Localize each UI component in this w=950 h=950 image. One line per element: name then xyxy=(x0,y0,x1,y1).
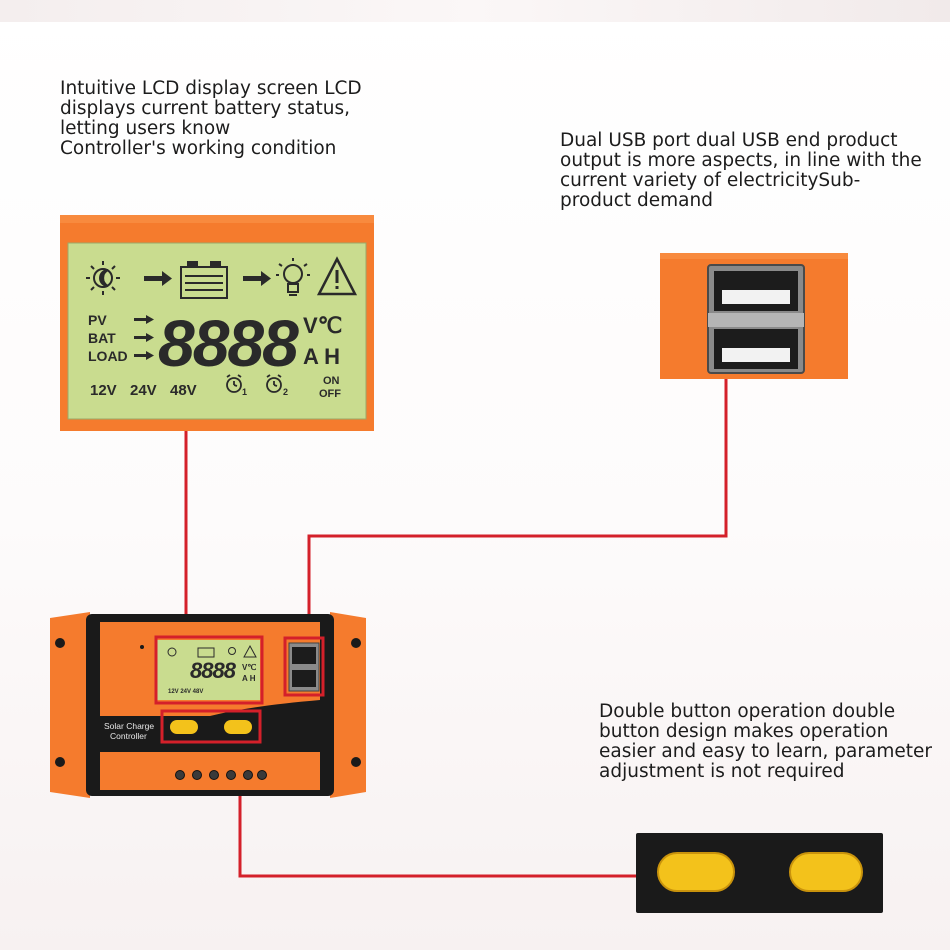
caption-usb-line: output is more aspects, in line with the xyxy=(560,150,922,171)
solar-charge-controller: 8888 V℃ A H 12V 24V 48V Solar Charge Con… xyxy=(50,612,366,798)
arrow-right-icon xyxy=(243,271,271,286)
caption-lcd-line: Intuitive LCD display screen LCD xyxy=(60,78,362,99)
indicator-dot xyxy=(140,645,144,649)
usb-port-icon xyxy=(707,264,805,374)
controller-mini-button[interactable] xyxy=(170,720,198,734)
mini-usb-slot xyxy=(292,647,316,664)
controller-label-line1: Solar Charge xyxy=(104,721,154,731)
controller-label-line2: Controller xyxy=(110,731,147,741)
controller-left-tab xyxy=(50,612,90,798)
lcd-voltage-12v: 12V xyxy=(90,382,117,399)
mini-lcd-unit-bottom: A H xyxy=(242,674,256,683)
caption-lcd-line: letting users know xyxy=(60,118,231,139)
mini-lcd-icons xyxy=(167,644,257,658)
caption-buttons-line: easier and easy to learn, parameter xyxy=(599,741,932,762)
terminal-screws xyxy=(175,770,267,780)
lcd-timer-sub-2: 2 xyxy=(283,387,288,397)
usb-closeup xyxy=(660,253,848,379)
buttons-closeup xyxy=(636,833,883,913)
mini-lcd-voltages: 12V 24V 48V xyxy=(168,689,203,695)
lcd-label-pv: PV xyxy=(88,312,107,328)
caption-usb: Dual USB port dual USB end product outpu… xyxy=(560,131,922,211)
lcd-off-label: OFF xyxy=(319,388,341,400)
row-arrows xyxy=(134,315,154,360)
lcd-frame-highlight xyxy=(60,215,374,223)
leader-line-usb xyxy=(307,378,728,640)
yellow-button-icon[interactable] xyxy=(789,852,863,892)
alarm-clock-icon xyxy=(226,374,242,393)
lcd-label-bat: BAT xyxy=(88,330,116,346)
highlight-box-usb xyxy=(283,636,325,697)
lcd-screen xyxy=(67,242,367,420)
caption-buttons-line: adjustment is not required xyxy=(599,761,845,782)
controller-face-bottom xyxy=(100,752,320,790)
lcd-timer-sub-1: 1 xyxy=(242,387,247,397)
mount-hole xyxy=(55,638,65,648)
caption-buttons-line: button design makes operation xyxy=(599,721,889,742)
warning-icon xyxy=(316,256,358,296)
bulb-icon xyxy=(276,258,310,296)
mini-lcd-unit-top: V℃ xyxy=(242,663,256,672)
caption-lcd: Intuitive LCD display screen LCD display… xyxy=(60,79,362,159)
lcd-unit-amp-hour: A H xyxy=(303,344,340,369)
lcd-on-label: ON xyxy=(323,375,340,387)
highlight-box-buttons xyxy=(160,709,262,744)
lcd-seven-segment-digits: 8888 xyxy=(158,306,299,380)
highlight-box-lcd xyxy=(154,635,264,705)
caption-lcd-line: Controller's working condition xyxy=(60,138,337,159)
caption-usb-line: Dual USB port dual USB end product xyxy=(560,130,898,151)
caption-usb-line: product demand xyxy=(560,190,713,211)
alarm-clock-icon xyxy=(266,374,282,393)
controller-mini-button[interactable] xyxy=(224,720,252,734)
caption-lcd-line: displays current battery status, xyxy=(60,98,350,119)
sun-moon-icon xyxy=(86,261,120,295)
mount-hole xyxy=(351,638,361,648)
lcd-unit-volt-celsius: V℃ xyxy=(303,313,342,338)
mini-lcd-digits: 8888 xyxy=(190,658,237,683)
arrow-right-icon xyxy=(144,271,172,286)
lcd-voltage-24v: 24V xyxy=(130,382,157,399)
mount-hole xyxy=(55,757,65,767)
controller-right-tab xyxy=(330,612,366,798)
caption-buttons-line: Double button operation double xyxy=(599,701,896,722)
caption-usb-line: current variety of electricitySub- xyxy=(560,170,861,191)
mount-hole xyxy=(351,757,361,767)
yellow-button-icon[interactable] xyxy=(657,852,735,892)
top-background-band xyxy=(0,0,950,22)
lcd-label-load: LOAD xyxy=(88,348,128,364)
controller-mini-lcd xyxy=(156,640,260,700)
caption-buttons: Double button operation double button de… xyxy=(599,702,932,782)
lcd-voltage-48v: 48V xyxy=(170,382,197,399)
lcd-closeup: PV BAT LOAD 8888 V℃ A H 12V 24V 48V 1 2 … xyxy=(60,215,374,431)
mini-usb-slot xyxy=(292,670,316,687)
battery-icon xyxy=(180,261,228,299)
usb-frame-highlight xyxy=(660,253,848,259)
